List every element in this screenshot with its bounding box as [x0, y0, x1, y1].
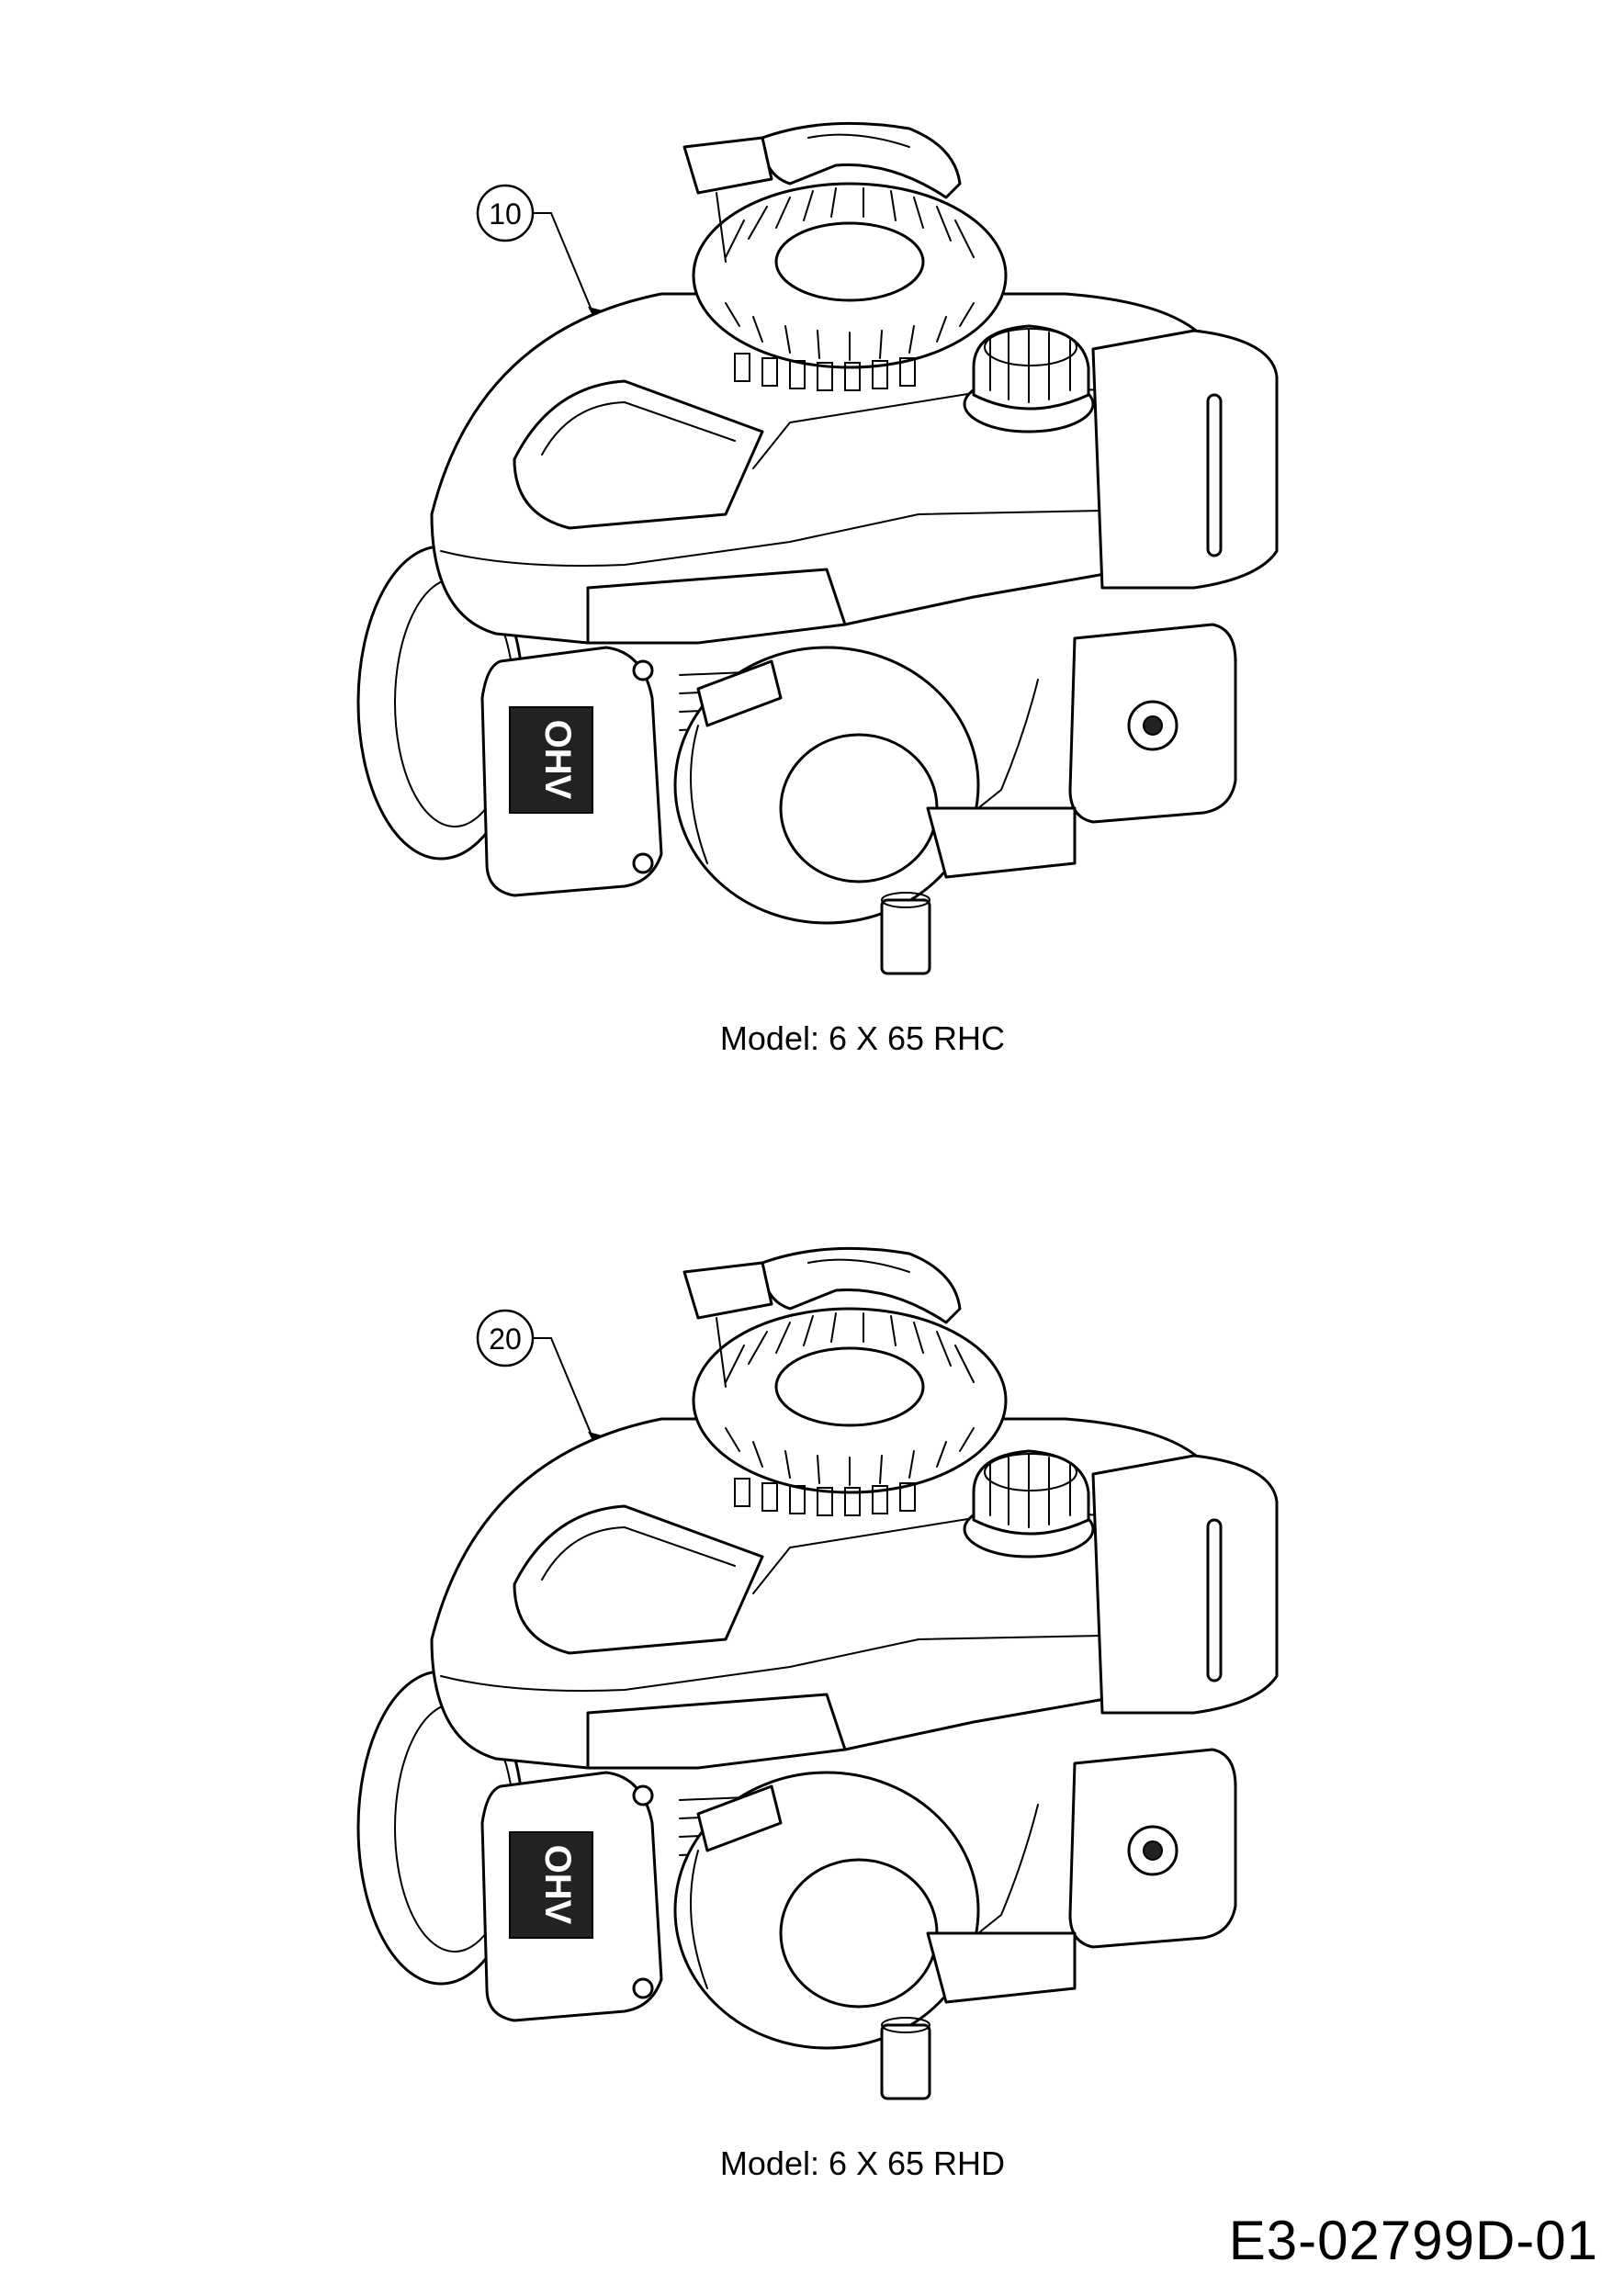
- fuel-level-window: [1206, 1518, 1223, 1683]
- fuel-tank-housing: [1091, 1454, 1279, 1715]
- valve-cover-label: OHV: [509, 706, 593, 814]
- starter-handle: [761, 121, 962, 199]
- starter-handle: [761, 1246, 962, 1324]
- callout-marker[interactable]: 10: [476, 184, 535, 242]
- valve-cover-label: OHV: [509, 1831, 593, 1939]
- control-lever: [682, 1261, 773, 1320]
- model-caption: Model: 6 X 65 RHC: [719, 1019, 1006, 1057]
- fuel-level-window: [1206, 393, 1223, 557]
- engine-illustration: 10: [356, 121, 1279, 975]
- crankshaft: [880, 2023, 931, 2100]
- callout-number: 20: [489, 1322, 522, 1356]
- fuel-cap: [972, 1449, 1090, 1536]
- crankshaft: [880, 898, 931, 975]
- callout-leader: [532, 212, 598, 324]
- callout-number: 10: [489, 197, 522, 231]
- air-intake-panel: [513, 379, 764, 530]
- model-caption: Model: 6 X 65 RHD: [719, 2144, 1006, 2182]
- starter-center-cap: [774, 221, 925, 302]
- starter-vents: [725, 187, 975, 361]
- air-filter-cap: [779, 733, 939, 884]
- starter-vents: [725, 1312, 975, 1486]
- drawing-number: E3-02799D-01: [1228, 2210, 1598, 2271]
- air-filter-cap: [779, 1858, 939, 2009]
- ohv-label: OHV: [537, 720, 578, 800]
- callout-leader: [532, 1337, 598, 1449]
- starter-center-cap: [774, 1346, 925, 1427]
- callout-marker[interactable]: 20: [476, 1309, 535, 1367]
- fuel-tank-housing: [1091, 329, 1279, 590]
- engine-illustration: 20: [356, 1246, 1279, 2100]
- air-intake-panel: [513, 1504, 764, 1655]
- fuel-cap: [972, 324, 1090, 411]
- ohv-label: OHV: [537, 1845, 578, 1925]
- control-lever: [682, 136, 773, 195]
